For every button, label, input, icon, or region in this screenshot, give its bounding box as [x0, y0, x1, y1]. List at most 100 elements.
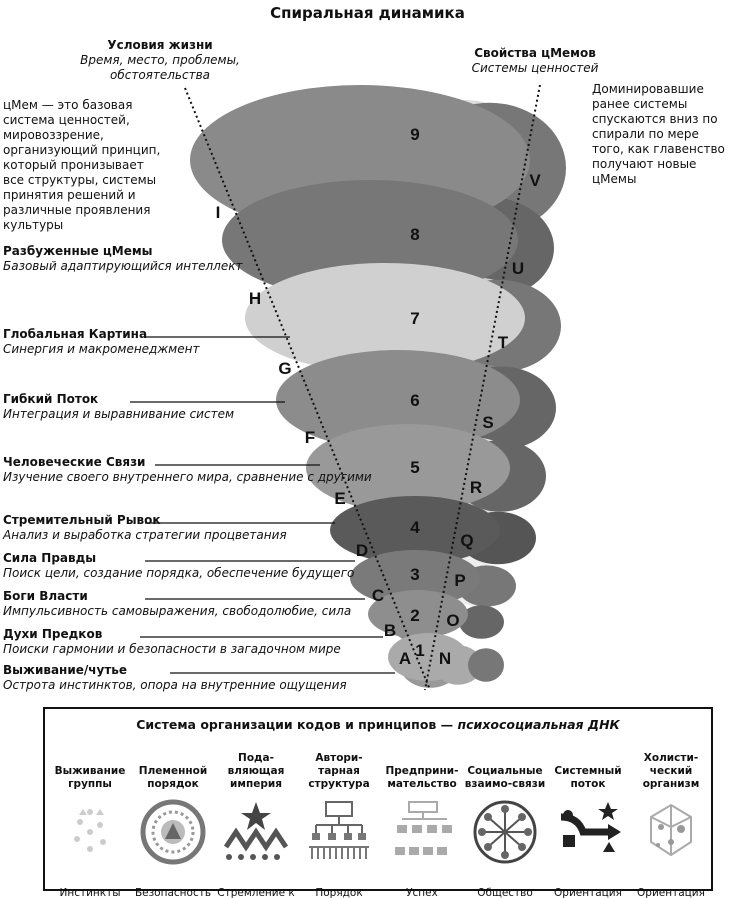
level-name: Сила Правды — [3, 551, 97, 565]
vmeme-letter: S — [482, 413, 493, 432]
level-number: 7 — [410, 309, 419, 328]
page-title: Спиральная динамика — [270, 4, 465, 22]
level-desc: Анализ и выработка стратегии процветания — [3, 528, 287, 542]
level-name: Разбуженные цМемы — [3, 244, 153, 258]
life-condition-letter: F — [305, 428, 315, 447]
level-desc: Импульсивность самовыражения, свободолюб… — [3, 604, 352, 618]
spiral-level-5 — [306, 424, 510, 512]
network-hierarchy-icon — [395, 801, 452, 855]
dna-column-heading: Предприни-мательство — [385, 765, 459, 790]
level-desc: Базовый адаптирующийся интеллект — [3, 259, 243, 273]
level-desc: Поиски гармонии и безопасности в загадоч… — [3, 642, 341, 656]
dna-column-heading: Социальные взаимо-связи — [464, 765, 546, 790]
life-condition-letter: A — [399, 649, 411, 668]
life-conditions-heading: Условия жизни — [107, 38, 213, 52]
life-condition-letter: B — [384, 621, 396, 640]
spiral-tail-lobe — [468, 648, 504, 682]
level-desc: Изучение своего внутреннего мира, сравне… — [3, 470, 372, 484]
flow-arrows-icon — [560, 802, 621, 852]
scattered-dots-icon — [74, 809, 106, 852]
dna-column-footer: Ориентация на синтез — [637, 887, 705, 898]
social-circle-icon — [473, 800, 537, 864]
vmeme-letter: U — [512, 259, 524, 278]
vmeme-sub: Системы ценностей — [471, 61, 599, 75]
dna-column-footer: Стремление к власти — [217, 887, 295, 898]
spiral-level-1 — [388, 633, 468, 681]
box-title-italic: психосоциальная ДНК — [457, 717, 620, 732]
level-name: Человеческие Связи — [3, 455, 146, 469]
dna-column-footer: Общество — [477, 887, 533, 898]
level-desc: Синергия и макроменеджмент — [3, 342, 200, 356]
life-condition-letter: I — [216, 203, 221, 222]
level-desc: Поиск цели, создание порядка, обеспечени… — [3, 566, 355, 580]
hierarchy-icon — [309, 801, 369, 859]
vmeme-letter: R — [470, 478, 482, 497]
level-number: 8 — [410, 225, 419, 244]
dna-column-heading: Холисти-ческий организм — [642, 752, 700, 790]
life-condition-letter: E — [334, 489, 345, 508]
spiral-tail-lobe — [459, 605, 504, 639]
vmeme-letter: O — [446, 611, 459, 630]
life-conditions-sub: Время, место, проблемы, обстоятельства — [80, 53, 240, 82]
level-name: Выживание/чутье — [3, 663, 128, 677]
dna-column-heading: Племенной порядок — [138, 765, 208, 790]
vmeme-properties: Свойства цМемов Системы ценностей — [470, 46, 600, 76]
level-name: Боги Власти — [3, 589, 88, 603]
level-number: 6 — [410, 391, 419, 410]
dna-column-footer: Успех — [406, 887, 438, 898]
holistic-cells-icon — [650, 803, 692, 857]
level-number: 3 — [410, 565, 419, 584]
spiral-level-3 — [350, 550, 480, 606]
spiral-level-2 — [368, 590, 468, 638]
dna-column-footer: Инстинкты — [59, 887, 121, 898]
dna-column-heading: Автори-тарная структура — [308, 752, 370, 790]
level-number: 9 — [410, 125, 419, 144]
life-conditions-axis — [184, 87, 431, 691]
level-number: 1 — [415, 641, 424, 660]
life-conditions: Условия жизни Время, место, проблемы, об… — [60, 38, 260, 83]
life-condition-letter: G — [278, 359, 291, 378]
level-number: 5 — [410, 458, 419, 477]
life-condition-letter: H — [249, 289, 261, 308]
level-name: Гибкий Поток — [3, 392, 99, 406]
level-desc: Острота инстинктов, опора на внутренние … — [3, 678, 347, 692]
psychosocial-dna-box: Система организации кодов и принципов — … — [43, 707, 713, 898]
dna-column-heading: Системный поток — [554, 765, 622, 790]
level-desc: Интеграция и выравнивание систем — [3, 407, 235, 421]
vmeme-definition: цМем — это базовая система ценностей, ми… — [3, 98, 161, 232]
box-title-text: Система организации кодов и принципов — — [136, 717, 458, 732]
dna-column-footer: Порядок — [315, 887, 363, 898]
dna-column-footer: Безопасность — [134, 887, 212, 898]
vmeme-heading: Свойства цМемов — [474, 46, 596, 60]
vmeme-letter: P — [454, 571, 465, 590]
life-condition-letter: C — [372, 586, 384, 605]
empire-star-icon — [223, 802, 289, 860]
life-condition-letter: D — [356, 541, 368, 560]
tribal-circle-icon — [140, 799, 206, 865]
vmeme-letter: Q — [460, 531, 473, 550]
spiral-level-6 — [276, 350, 520, 450]
vmeme-letter: V — [529, 171, 541, 190]
box-title: Система организации кодов и принципов — … — [45, 717, 711, 732]
right-note: Доминировавшие ранее системы спускаются … — [592, 82, 725, 186]
level-name: Стремительный Рывок — [3, 513, 161, 527]
